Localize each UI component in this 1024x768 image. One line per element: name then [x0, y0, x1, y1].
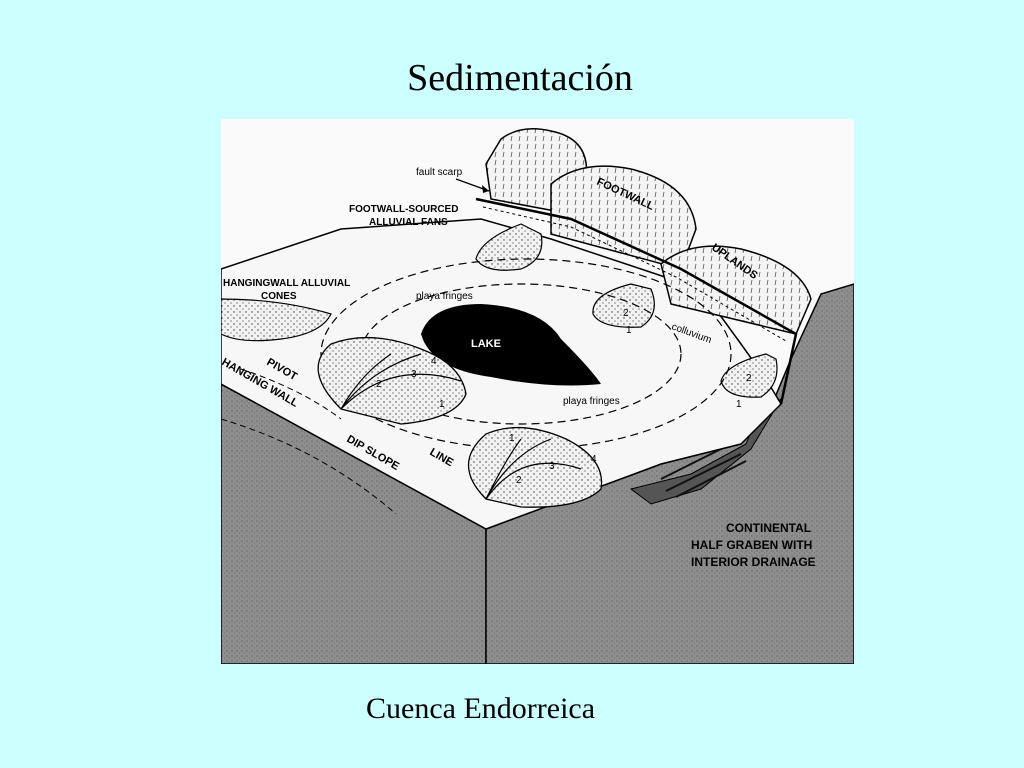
label-fan-left-3: 3 [411, 369, 417, 380]
lake [421, 304, 601, 386]
label-hangingwall-cones-1: HANGINGWALL ALLUVIAL [223, 278, 350, 289]
label-fan-left-4: 4 [431, 356, 437, 367]
slide-caption: Cuenca Endorreica [366, 692, 596, 725]
hangingwall-cone [221, 298, 332, 342]
slide-title: Sedimentación [407, 57, 633, 99]
label-fan-front-4: 4 [591, 454, 597, 465]
label-fan-front-1: 1 [509, 433, 515, 444]
label-continental-2: HALF GRABEN WITH [691, 538, 812, 552]
label-playa-fringes-bottom: playa fringes [563, 396, 620, 407]
label-continental-3: INTERIOR DRAINAGE [691, 555, 816, 569]
playa-fringe-outer [320, 258, 732, 450]
label-lake: LAKE [471, 338, 501, 350]
fan-front [467, 426, 603, 508]
footwall-fan-right [720, 353, 778, 398]
footwall-block-2 [550, 165, 697, 270]
label-fan-right-2: 2 [746, 373, 752, 384]
fault-scarp-line [475, 197, 798, 405]
label-fault-scarp: fault scarp [416, 167, 463, 178]
label-footwall-fans-1: FOOTWALL-SOURCED [349, 204, 458, 215]
label-playa-fringes-top: playa fringes [416, 291, 473, 302]
label-fan-front-3: 3 [549, 461, 555, 472]
label-fan-front-2: 2 [516, 475, 522, 486]
label-fan-mid-1: 1 [626, 325, 632, 336]
half-graben-diagram: fault scarp FOOTWALL-SOURCED ALLUVIAL FA… [221, 119, 854, 664]
label-footwall-fans-2: ALLUVIAL FANS [369, 217, 448, 228]
label-fan-left-1: 1 [439, 399, 445, 410]
label-hangingwall-cones-2: CONES [261, 291, 297, 302]
fan-left [317, 336, 467, 425]
label-continental-1: CONTINENTAL [726, 521, 811, 535]
label-fan-mid-2: 2 [623, 308, 629, 319]
playa-fringe-inner [360, 283, 682, 425]
footwall-block-3 [660, 245, 812, 335]
label-fan-left-2: 2 [376, 379, 382, 390]
label-fan-right-1: 1 [736, 399, 742, 410]
block-diagram-svg: fault scarp FOOTWALL-SOURCED ALLUVIAL FA… [221, 128, 854, 664]
